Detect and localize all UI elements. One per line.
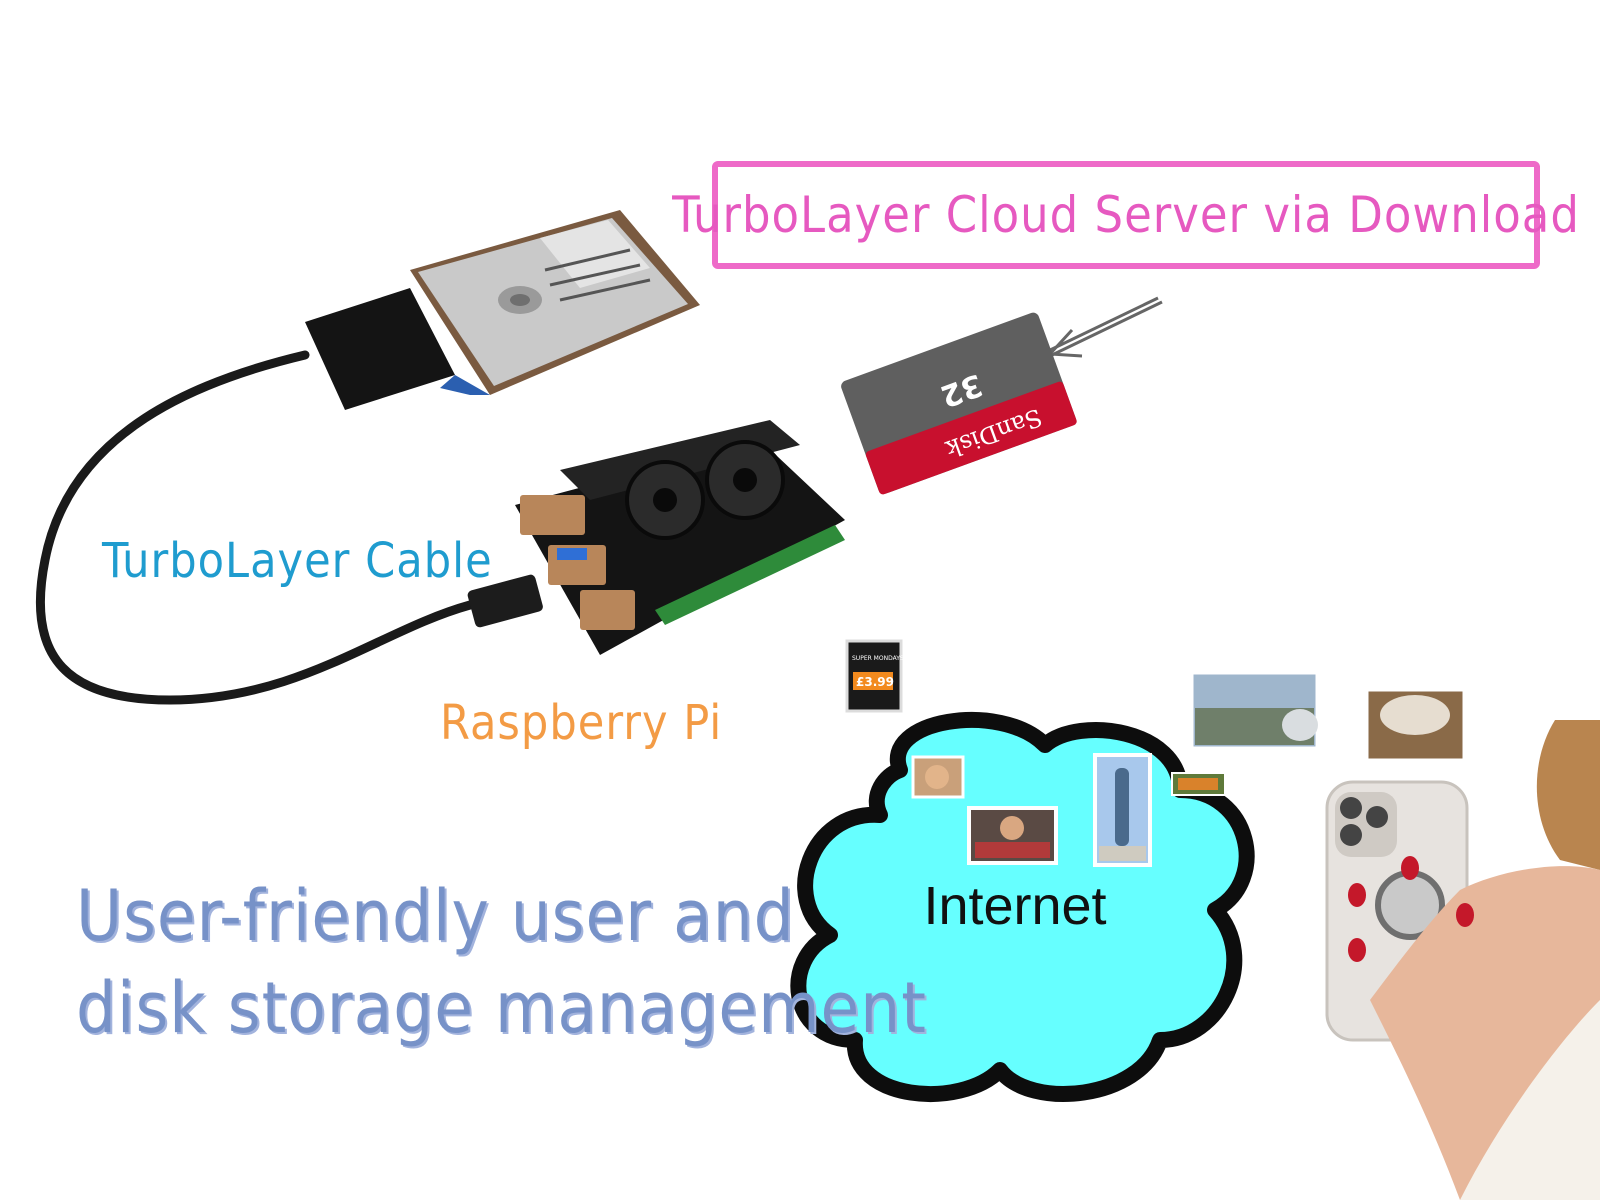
tagline-line-2: disk storage management	[76, 967, 927, 1049]
raspberry-pi-case	[515, 420, 845, 655]
photo-thumbnail-promo: SUPER MONDAYS £3.99	[845, 639, 904, 713]
usb-plug	[467, 574, 543, 628]
cable-label: TurboLayer Cable	[102, 533, 493, 589]
callout-text: TurboLayer Cloud Server via Download	[672, 186, 1580, 244]
tagline-line-1: User-friendly user and	[76, 875, 795, 957]
tagline: User-friendly user and disk storage mana…	[76, 870, 927, 1054]
photo-thumbnail-crowd	[967, 806, 1058, 865]
hand-holding-phone	[1325, 720, 1600, 1200]
usb-cable	[35, 350, 475, 705]
photo-thumbnail-tower	[1093, 753, 1152, 867]
photo-thumbnail-dog	[1365, 688, 1466, 762]
arrow-icon	[1046, 296, 1163, 358]
promo-price: £3.99	[856, 675, 894, 689]
promo-header: SUPER MONDAYS	[852, 655, 904, 662]
photo-thumbnail-face	[911, 755, 965, 799]
hard-disk-drive	[410, 210, 700, 395]
sata-adapter	[305, 288, 490, 410]
photo-thumbnail-aerial	[1190, 671, 1319, 750]
internet-label: Internet	[923, 876, 1107, 936]
raspberry-pi-label: Raspberry Pi	[440, 695, 723, 751]
callout-box: TurboLayer Cloud Server via Download	[672, 161, 1579, 269]
sd-card: 32 SanDisk	[841, 312, 1077, 495]
photo-thumbnail-shop	[1171, 772, 1226, 796]
